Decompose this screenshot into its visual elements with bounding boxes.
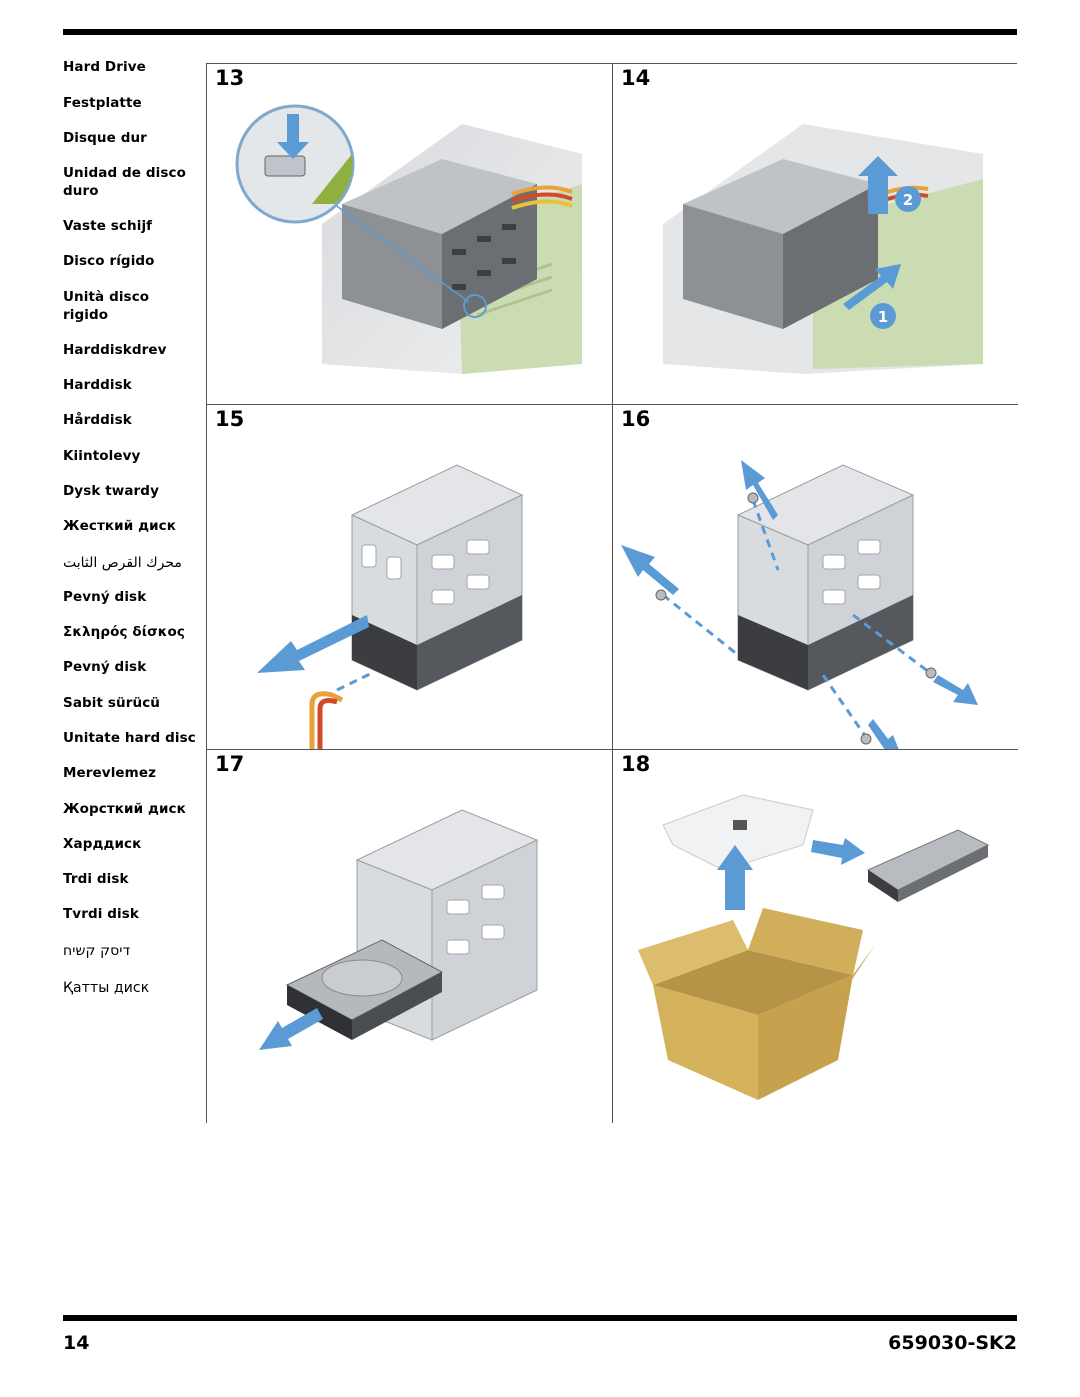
drive-cage-front xyxy=(683,204,783,329)
drive-cage-top xyxy=(342,159,537,234)
bottom-rule xyxy=(63,1315,1017,1321)
page-number: 14 xyxy=(63,1332,90,1354)
drive-cage-side xyxy=(442,184,537,329)
lang-norwegian: Harddisk xyxy=(63,377,132,393)
document-code: 659030-SK2 xyxy=(888,1332,1017,1354)
lang-slovak: Pevný disk xyxy=(63,659,147,675)
step-number: 14 xyxy=(621,66,651,90)
sata-cable xyxy=(309,691,344,749)
step-13-panel: 13 xyxy=(207,64,613,405)
box-flap-left xyxy=(638,920,748,985)
drive-cage-top xyxy=(683,159,878,234)
box-opening xyxy=(653,950,853,1015)
callout-number-1: 1 xyxy=(878,308,888,326)
lift-arrow-2 xyxy=(858,156,898,214)
step-number: 15 xyxy=(215,407,245,431)
lang-slovenian: Trdi disk xyxy=(63,871,129,887)
step-17-illustration xyxy=(259,809,539,1050)
step-15-panel: 15 xyxy=(207,405,613,750)
step-16-illustration xyxy=(621,460,978,749)
step-number: 18 xyxy=(621,752,651,776)
screw-arrow-left xyxy=(621,545,679,595)
lang-arabic: محرك القرص الثابت xyxy=(63,555,182,571)
callout-badge-2 xyxy=(895,186,921,212)
hard-drive-front xyxy=(287,985,352,1040)
hard-drive xyxy=(738,615,808,690)
lang-romanian: Unitate hard disc xyxy=(63,730,196,746)
unpack-arrow-right xyxy=(811,838,865,865)
lang-russian: Жесткий диск xyxy=(63,518,177,534)
press-down-arrow xyxy=(277,114,309,159)
lang-french: Disque dur xyxy=(63,130,147,146)
step-13-illustration xyxy=(235,104,582,374)
step-grid: 13 xyxy=(206,63,1018,1123)
lang-polish: Dysk twardy xyxy=(63,483,159,499)
box-flap-back xyxy=(748,908,863,975)
callout-target xyxy=(463,294,487,318)
top-rule xyxy=(63,29,1017,35)
lang-serbian: Харддиск xyxy=(63,836,142,852)
step-15-illustration xyxy=(257,464,524,749)
step-number: 13 xyxy=(215,66,245,90)
screw-arrow-top xyxy=(741,460,778,520)
screw-arrow-right xyxy=(933,675,978,705)
box-side xyxy=(758,975,853,1100)
step-14-illustration: 1 2 xyxy=(663,124,983,374)
disconnect-arrow xyxy=(257,615,369,673)
box-front xyxy=(653,985,758,1100)
lang-turkish: Sabit sürücü xyxy=(63,695,161,711)
hard-drive-side xyxy=(417,595,522,690)
lang-english: Hard Drive xyxy=(63,59,146,75)
lang-hebrew: דיסק קשיח xyxy=(63,943,131,959)
step-18-panel: 18 xyxy=(613,750,1018,1123)
slide-arrow-1 xyxy=(843,264,901,310)
antistatic-bag xyxy=(662,794,814,871)
screw-arrow-bottom xyxy=(868,719,899,749)
hard-drive xyxy=(352,615,417,690)
callout-badge-1 xyxy=(870,303,896,329)
step-17-panel: 17 xyxy=(207,750,613,1123)
step-14-panel: 14 1 2 xyxy=(613,64,1018,405)
lang-swedish: Hårddisk xyxy=(63,412,132,428)
lang-german: Festplatte xyxy=(63,95,142,111)
lang-kazakh: Қатты диск xyxy=(63,980,150,996)
drive-cage-front xyxy=(342,204,442,329)
lang-portuguese: Disco rígido xyxy=(63,253,155,269)
lang-croatian: Tvrdi disk xyxy=(63,906,139,922)
lift-out-arrow xyxy=(717,845,753,910)
lang-greek: Σκληρός δίσκος xyxy=(63,624,185,640)
replacement-drive-side xyxy=(898,845,988,902)
lang-hungarian: Merevlemez xyxy=(63,765,157,781)
drive-cage-side xyxy=(783,184,878,329)
lang-danish: Harddiskdrev xyxy=(63,342,167,358)
callout-line xyxy=(326,198,470,303)
magnifier-board xyxy=(312,154,353,204)
step-16-panel: 16 xyxy=(613,405,1018,750)
cable-path xyxy=(336,671,373,692)
latch xyxy=(264,155,306,177)
screw-paths xyxy=(662,499,934,741)
step-number: 16 xyxy=(621,407,651,431)
step-18-illustration xyxy=(638,794,990,1100)
slide-out-arrow xyxy=(259,1008,323,1050)
lang-italian: Unità disco rigido xyxy=(63,289,150,323)
lang-ukrainian: Жорсткий диск xyxy=(63,801,186,817)
lang-dutch: Vaste schijf xyxy=(63,218,153,234)
lang-finnish: Kiintolevy xyxy=(63,448,141,464)
callout-number-2: 2 xyxy=(903,191,913,209)
lang-czech: Pevný disk xyxy=(63,589,147,605)
lang-spanish: Unidad de disco duro xyxy=(63,165,186,199)
step-number: 17 xyxy=(215,752,245,776)
